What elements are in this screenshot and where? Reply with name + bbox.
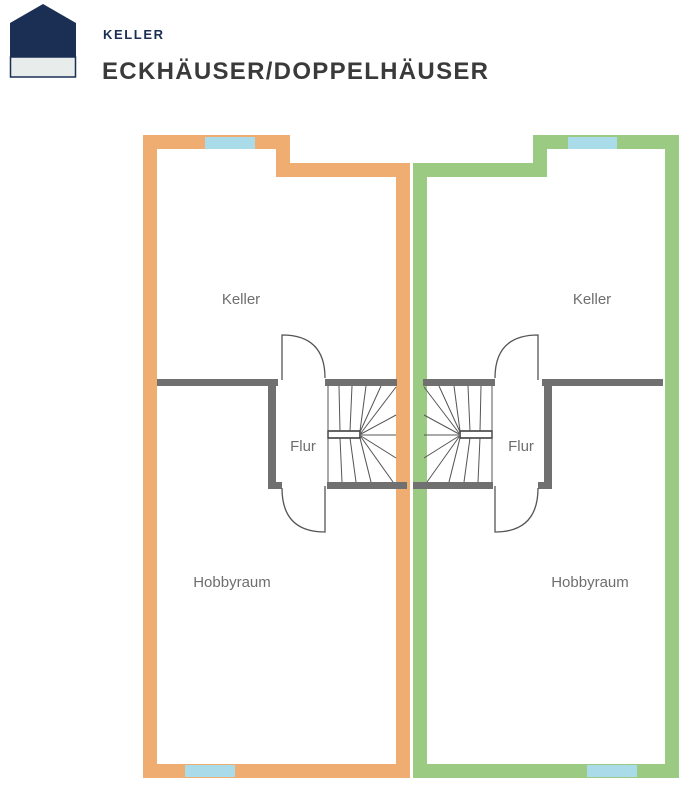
stairs-icon (327, 385, 397, 483)
right-top-window (568, 137, 617, 149)
door-icon (281, 334, 326, 533)
right-unit-outer-walls (413, 135, 679, 778)
house-logo-icon (9, 4, 77, 78)
right-flur-label: Flur (508, 438, 534, 455)
left-keller-label: Keller (222, 291, 260, 308)
right-interior (412, 334, 664, 533)
left-unit-outer-walls (143, 135, 410, 778)
right-hobbyraum-label: Hobbyraum (551, 574, 629, 591)
right-bottom-window (587, 765, 637, 777)
page-subtitle: KELLER (103, 27, 165, 42)
left-interior (157, 334, 407, 533)
left-bottom-window (185, 765, 235, 777)
page-title: ECKHÄUSER/DOPPELHÄUSER (102, 58, 490, 85)
left-hobbyraum-label: Hobbyraum (193, 574, 271, 591)
right-keller-label: Keller (573, 291, 611, 308)
left-flur-label: Flur (290, 438, 316, 455)
left-top-window (205, 137, 255, 149)
